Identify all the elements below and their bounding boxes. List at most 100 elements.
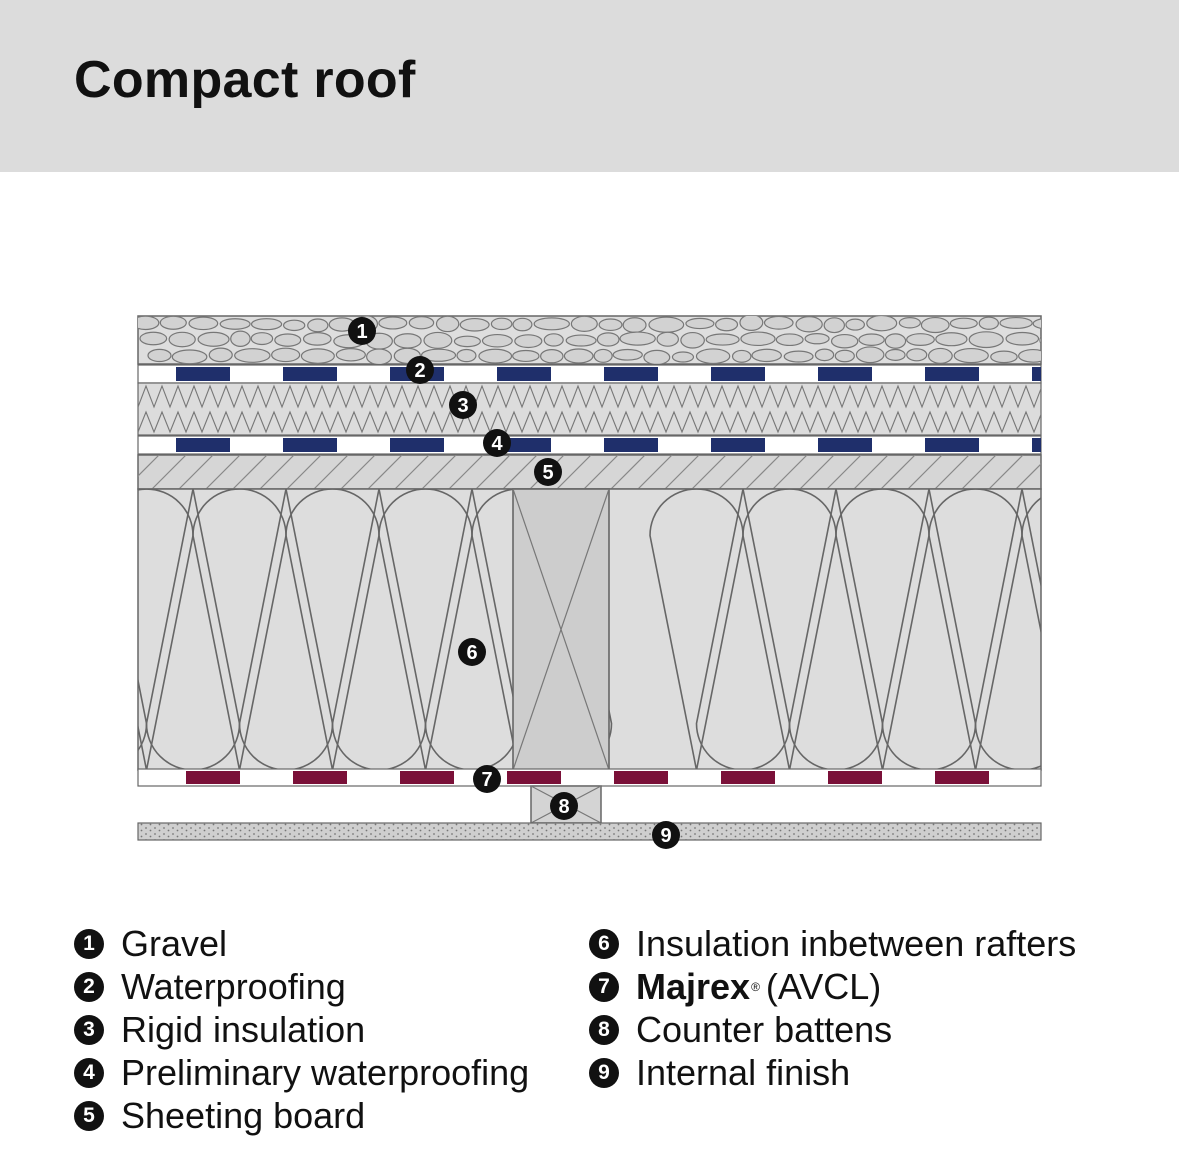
gravel-stone xyxy=(685,317,715,330)
board-hatch-line xyxy=(583,455,619,489)
gravel-stone xyxy=(271,347,301,363)
board-hatch-line xyxy=(259,455,295,489)
membrane-dash xyxy=(721,771,775,784)
rigid-texture-bottom xyxy=(138,410,1041,434)
gravel-stone xyxy=(906,333,935,346)
gravel-stone xyxy=(481,333,513,348)
legend-number: 9 xyxy=(589,1057,619,1088)
gravel-stone xyxy=(999,316,1033,330)
brand-name: Majrex xyxy=(636,965,751,1007)
gravel-stone xyxy=(250,332,274,346)
board-hatch-line xyxy=(98,455,132,489)
gravel-stone xyxy=(393,333,422,349)
svg-text:6: 6 xyxy=(466,642,477,664)
board-hatch-line xyxy=(907,455,943,489)
board-hatch-line xyxy=(718,455,754,489)
legend-left: 1 Gravel 2 Waterproofing 3 Rigid insulat… xyxy=(74,922,529,1137)
gravel-stone xyxy=(1005,331,1040,346)
callout-9: 9 xyxy=(652,821,680,849)
gravel-stone xyxy=(565,334,597,347)
membrane-dash xyxy=(614,771,668,784)
board-hatch-line xyxy=(880,455,916,489)
membrane-dash xyxy=(400,771,454,784)
gravel-stone xyxy=(648,316,685,333)
board-hatch-line xyxy=(853,455,889,489)
gravel-stone xyxy=(282,319,306,332)
insulation-loop xyxy=(649,489,744,770)
board-hatch-line xyxy=(340,455,376,489)
gravel-stone xyxy=(885,348,906,361)
board-hatch-line xyxy=(826,455,862,489)
gravel-stone xyxy=(598,318,623,332)
membrane-dash xyxy=(176,367,230,381)
insulation-loop xyxy=(378,489,473,770)
gravel-stone xyxy=(751,348,782,363)
header-banner: Compact roof xyxy=(0,0,1179,172)
svg-text:9: 9 xyxy=(660,825,671,847)
insulation-loop xyxy=(1069,489,1162,770)
membrane-dash xyxy=(711,438,765,452)
gravel-stone xyxy=(274,333,302,347)
board-hatch-line xyxy=(1070,455,1104,489)
gravel-stone xyxy=(855,346,885,364)
legend-number: 6 xyxy=(589,928,619,959)
gravel-stone xyxy=(420,348,457,362)
board-hatch-line xyxy=(448,455,484,489)
board-hatch-line xyxy=(610,455,646,489)
gravel-stone xyxy=(775,333,804,347)
legend-item-waterproofing: 2 Waterproofing xyxy=(74,965,529,1008)
preliminary-waterproofing-layer xyxy=(137,435,1042,455)
legend-label: Insulation inbetween rafters xyxy=(636,922,1077,964)
board-hatch-line xyxy=(138,455,160,477)
board-hatch-line xyxy=(772,455,808,489)
insulation-loop xyxy=(285,489,380,770)
gravel-stone xyxy=(740,331,776,347)
legend-right: 6 Insulation inbetween rafters 7 Majrex®… xyxy=(589,922,1076,1094)
gravel-stone xyxy=(920,316,950,334)
gravel-layer xyxy=(137,315,1042,365)
gravel-stone xyxy=(935,332,968,347)
gravel-stone xyxy=(830,333,859,349)
legend-label: Preliminary waterproofing xyxy=(121,1051,530,1093)
gravel-stone xyxy=(968,331,1004,349)
gravel-stone xyxy=(705,333,740,346)
legend-item-rafter-insulation: 6 Insulation inbetween rafters xyxy=(589,922,1076,965)
insulation-loop xyxy=(138,489,194,770)
legend-item-rigid-insulation: 3 Rigid insulation xyxy=(74,1008,529,1051)
legend-number: 5 xyxy=(74,1100,104,1131)
gravel-stone xyxy=(570,316,598,332)
gravel-stone xyxy=(814,348,835,362)
board-hatch-line xyxy=(961,455,997,489)
board-hatch-line xyxy=(988,455,1024,489)
insulation-loop xyxy=(192,489,287,770)
legend-number: 8 xyxy=(589,1014,619,1045)
legend-item-counter-battens: 8 Counter battens xyxy=(589,1008,1076,1051)
gravel-stone xyxy=(906,348,928,362)
insulation-loop xyxy=(7,489,100,770)
board-hatch-line xyxy=(745,455,781,489)
membrane-dash xyxy=(604,438,658,452)
gravel-stone xyxy=(171,349,208,364)
gravel-stone xyxy=(139,331,168,346)
gravel-stone xyxy=(671,351,695,363)
gravel-stone xyxy=(680,331,705,349)
rigid-texture-top xyxy=(138,384,1041,409)
board-hatch-line xyxy=(151,455,187,489)
gravel-stone xyxy=(898,317,921,329)
gravel-stone xyxy=(250,318,283,331)
gravel-stone xyxy=(715,317,739,332)
callout-6: 6 xyxy=(458,638,486,666)
gravel-stone xyxy=(834,349,855,363)
membrane-dash xyxy=(293,771,347,784)
legend-label: (AVCL) xyxy=(765,965,882,1007)
board-hatch-line xyxy=(178,455,214,489)
page-title: Compact roof xyxy=(74,51,416,109)
gravel-stone xyxy=(978,316,999,330)
gravel-stone xyxy=(366,348,393,364)
gravel-stone xyxy=(514,334,543,349)
avcl-membrane-layer xyxy=(137,768,1042,787)
membrane-dash xyxy=(176,438,230,452)
gravel-stone xyxy=(823,317,846,334)
insulation-loop xyxy=(1021,497,1041,636)
gravel-stone xyxy=(423,331,453,349)
